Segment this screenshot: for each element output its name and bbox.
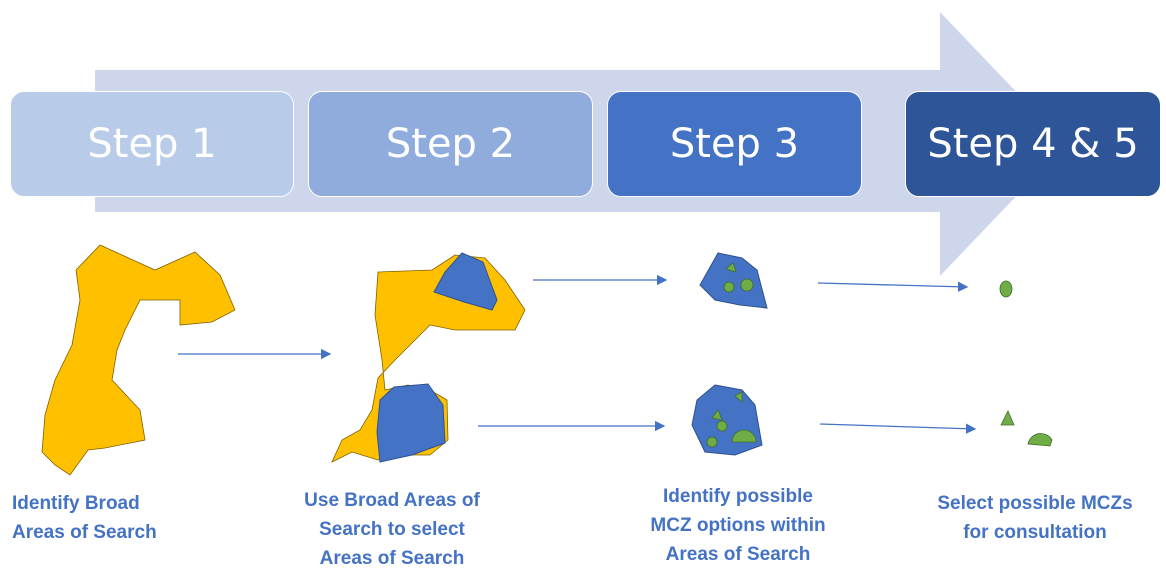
caption-step-4-5: Select possible MCZs for consultation bbox=[890, 489, 1166, 547]
mcz-patch-icon bbox=[725, 262, 737, 273]
mcz-patch-icon bbox=[734, 391, 743, 403]
area-of-search-shape-icon bbox=[376, 383, 446, 463]
area-of-search-shape-icon bbox=[433, 252, 498, 311]
step-3-box: Step 3 bbox=[607, 91, 862, 197]
caption-line: Search to select bbox=[319, 519, 465, 540]
step-4-5-box: Step 4 & 5 bbox=[905, 91, 1161, 197]
area-of-search-shape-icon bbox=[699, 252, 768, 309]
mcz-patch-icon bbox=[731, 429, 757, 443]
caption-line: Use Broad Areas of bbox=[304, 490, 480, 511]
area-of-search-shape-icon bbox=[691, 384, 763, 456]
mcz-patch-icon bbox=[1000, 410, 1015, 426]
step-3-label: Step 3 bbox=[669, 121, 800, 167]
mcz-patch-icon bbox=[1027, 433, 1053, 447]
connector-arrow bbox=[819, 423, 977, 434]
caption-step-1: Identify Broad Areas of Search bbox=[12, 489, 157, 547]
caption-line: Identify Broad bbox=[12, 493, 140, 514]
caption-line: Areas of Search bbox=[12, 522, 157, 543]
mcz-patch-icon bbox=[999, 280, 1013, 298]
caption-line: Areas of Search bbox=[665, 544, 811, 565]
step-2-box: Step 2 bbox=[308, 91, 593, 197]
mcz-patch-icon bbox=[740, 278, 754, 292]
caption-line: Identify possible bbox=[663, 486, 813, 507]
step-4-5-label: Step 4 & 5 bbox=[927, 121, 1139, 167]
caption-line: MCZ options within bbox=[650, 515, 826, 536]
broad-area-shape-icon bbox=[41, 244, 236, 476]
caption-line: Areas of Search bbox=[319, 548, 465, 569]
step-1-label: Step 1 bbox=[87, 121, 217, 167]
mcz-patch-icon bbox=[716, 420, 728, 432]
mcz-patch-icon bbox=[711, 409, 723, 421]
connector-arrow bbox=[817, 281, 969, 292]
caption-step-3: Identify possible MCZ options within Are… bbox=[588, 482, 888, 569]
mcz-patch-icon bbox=[723, 281, 735, 293]
step-2-label: Step 2 bbox=[385, 121, 516, 167]
caption-line: for consultation bbox=[963, 522, 1107, 543]
mcz-patch-icon bbox=[706, 436, 718, 448]
step-1-box: Step 1 bbox=[10, 91, 294, 197]
caption-step-2: Use Broad Areas of Search to select Area… bbox=[252, 486, 532, 573]
caption-line: Select possible MCZs bbox=[937, 493, 1133, 514]
